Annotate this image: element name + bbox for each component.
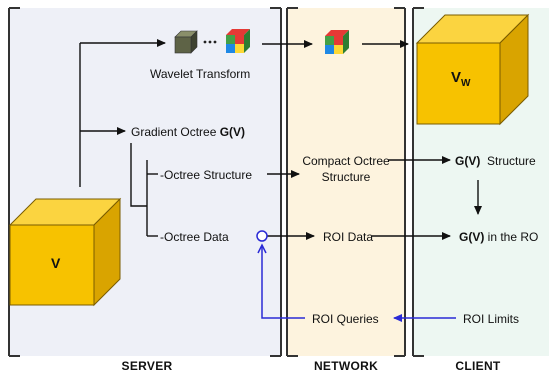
client-bracket [412,7,424,357]
octree-data-label: -Octree Data [160,230,229,244]
roi-junction-node [256,230,268,242]
gradient-gv: G(V) [219,125,246,139]
server-bracket [8,7,282,357]
cube-vw-subscript: W [461,78,471,89]
ellipsis-dot [208,40,212,44]
octree-structure-label: -Octree Structure [160,168,253,182]
client-gv-structure-label: G(V) Structure [455,154,536,168]
client-gv-roi-rest: in the RO [484,230,539,244]
cube-vw-label: VW [451,69,470,89]
roi-query-return-line [261,246,305,319]
roi-limits-label: ROI Limits [463,312,520,326]
wavelet-cube-network [325,30,349,54]
section-title-client: CLIENT [455,359,501,373]
client-gv-roi-bold: G(V) [459,230,485,244]
volume-cube-vw [415,13,530,126]
volume-cube-v [8,197,122,307]
section-title-network: NETWORK [313,359,379,373]
wavelet-cube-server [226,29,250,53]
compact-structure-label: Structure [321,170,371,184]
gradient-prefix: Gradient Octree [131,125,220,139]
network-panel [286,8,406,356]
ellipsis-dot [203,40,207,44]
gradient-octree-label: Gradient Octree G(V) [131,125,245,139]
roi-data-label: ROI Data [323,230,374,244]
client-gv-structure-bold: G(V) [455,154,481,168]
client-gv-structure-rest: Structure [480,154,536,168]
wavelet-transform-label: Wavelet Transform [150,67,251,81]
cube-vw-main: V [451,69,462,86]
octree-bracket-line [130,143,147,207]
section-title-server: SERVER [121,359,173,373]
cube-v-label: V [51,255,61,271]
roi-queries-label: ROI Queries [312,312,379,326]
client-gv-roi-label: G(V) in the RO [459,230,538,244]
compact-octree-label: Compact Octree [302,154,390,168]
network-bracket [286,7,406,357]
ellipsis-dot [213,40,217,44]
roi-query-arrowhead [257,243,267,254]
small-dark-cube [174,30,198,54]
